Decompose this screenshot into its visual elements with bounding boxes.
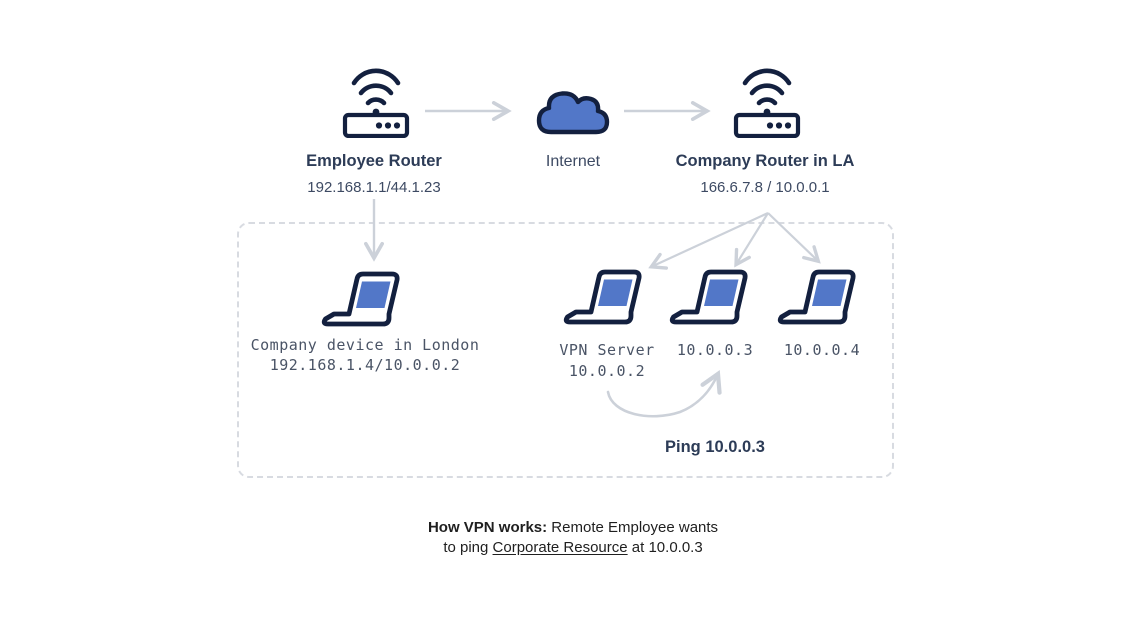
caption-line1-rest: Remote Employee wants <box>547 519 719 536</box>
london-laptop-icon <box>321 271 400 327</box>
corporate-lan-box <box>237 222 894 478</box>
device4-ip: 10.0.0.4 <box>783 341 861 359</box>
device3-ip: 10.0.0.3 <box>676 341 754 359</box>
caption-line2-post: at 10.0.0.3 <box>627 539 703 556</box>
caption-bold: How VPN works: <box>427 519 548 536</box>
employee-router-ip: 192.168.1.1/44.1.23 <box>307 179 441 196</box>
device3-laptop-icon <box>669 269 748 325</box>
internet-to-company-router-arrow-icon <box>624 101 711 121</box>
caption-line-2: to ping Corporate Resource at 10.0.0.3 <box>443 538 702 558</box>
vpn-server-name: VPN Server <box>559 341 655 359</box>
london-device-ip: 192.168.1.4/10.0.0.2 <box>269 356 461 374</box>
vpn-server-ip: 10.0.0.2 <box>568 362 646 380</box>
london-device-name: Company device in London <box>250 336 480 354</box>
company-router-to-lan-arrows-icon <box>648 212 821 270</box>
company-router-icon <box>733 68 801 138</box>
employee-router-icon <box>342 68 410 138</box>
company-router-label: Company Router in LA <box>675 152 855 170</box>
employee-router-label: Employee Router <box>306 152 442 170</box>
caption-line2-pre: to ping <box>443 539 493 556</box>
company-router-ip: 166.6.7.8 / 10.0.0.1 <box>700 179 830 196</box>
caption-corporate-resource-link: Corporate Resource <box>492 539 628 556</box>
caption-line-1: How VPN works: Remote Employee wants <box>428 518 718 538</box>
ping-label: Ping 10.0.0.3 <box>665 438 765 456</box>
employee-to-internet-arrow-icon <box>425 101 512 121</box>
internet-label: Internet <box>545 153 601 170</box>
employee-router-to-device-arrow-icon <box>364 199 384 262</box>
ping-curved-arrow-icon <box>606 370 722 418</box>
vpn-server-laptop-icon <box>563 269 642 325</box>
internet-cloud-icon <box>536 91 610 135</box>
device4-laptop-icon <box>777 269 856 325</box>
